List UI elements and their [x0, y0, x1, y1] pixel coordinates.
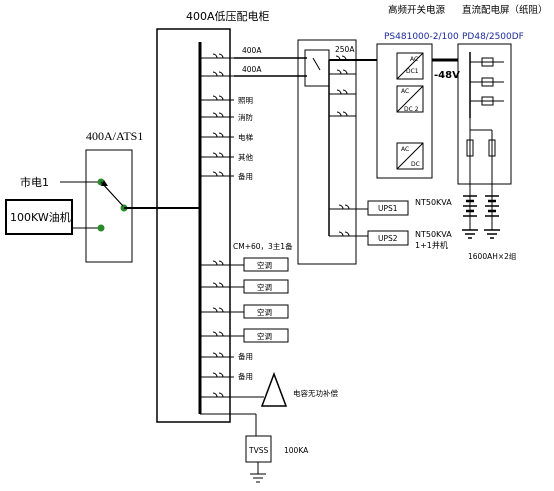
feeder-other: 其他: [238, 152, 253, 162]
ac-box-1: [243, 257, 289, 272]
feeder-spare-1: 备用: [238, 171, 253, 181]
rect2-dc: DC 2: [404, 106, 419, 113]
dc-voltage: -48V: [434, 70, 460, 81]
ups1-label: UPS1: [378, 204, 398, 213]
ups-parallel: 1+1并机: [415, 240, 448, 250]
lv-feeder-breakers-upper: [200, 53, 234, 177]
lv-cabinet-title: 400A低压配电柜: [186, 10, 270, 23]
battery-ground-icon: [462, 229, 500, 239]
ups2-box: [367, 230, 409, 246]
dc-fuses: [470, 57, 504, 106]
feeder-400a-2: 400A: [242, 65, 262, 74]
incomer-250a: 250A: [335, 45, 355, 54]
hf-power-title: 高频开关电源: [388, 4, 446, 16]
ac-note: CM+60，3主1备: [233, 241, 293, 251]
rectifier-module-3: [396, 142, 424, 170]
ups1-box: [367, 200, 409, 216]
tvss-rating: 100KA: [284, 446, 309, 455]
lv-cabinet-box: [156, 28, 231, 423]
rectifier-module-1: [396, 52, 424, 80]
ups1-capacity: NT50KVA: [415, 198, 452, 207]
ac-3: 空调: [257, 307, 272, 317]
dc-panel-model: PD48/2500DF: [462, 32, 524, 42]
genset-label: 100KW油机: [10, 210, 71, 224]
ats-contact-genset: [97, 224, 105, 232]
battery-branch: [466, 118, 496, 230]
ats-label: 400A/ATS1: [86, 129, 143, 143]
rect2-ac: AC: [401, 88, 409, 95]
lv-feeder-breakers-lower: [200, 260, 264, 398]
dc-panel-title: 直流配电屏（纸阻）: [462, 4, 548, 16]
capacitor-triangle-icon: [260, 371, 288, 407]
feeder-spare-3: 备用: [238, 371, 253, 381]
genset-box: [5, 199, 73, 235]
rect3-ac: AC: [401, 146, 409, 153]
ac-1: 空调: [257, 260, 272, 270]
transfer-switch-box: [304, 49, 330, 87]
dist-cabinet-box: [297, 39, 357, 265]
battery-cells-icon: [463, 195, 499, 217]
dc-panel-box: [457, 43, 512, 185]
rect3-dc: DC: [411, 161, 420, 168]
ac-box-3: [243, 304, 289, 319]
tvss-ground-icon: [250, 462, 266, 483]
ups2-label: UPS2: [378, 234, 398, 243]
rectifier-module-2: [396, 85, 424, 113]
transfer-switch-blade: [312, 57, 321, 71]
ac-4: 空调: [257, 331, 272, 341]
feeder-elevator: 电梯: [238, 132, 253, 142]
rect1-dc: DC1: [406, 68, 419, 75]
feeder-lighting: 照明: [238, 96, 253, 105]
tvss-label: TVSS: [248, 446, 268, 455]
feeder-fire: 消防: [238, 112, 253, 122]
ac-2: 空调: [257, 282, 272, 292]
ac-box-2: [243, 279, 289, 294]
rectifier-cabinet: [376, 43, 433, 179]
dist-breakers: [329, 69, 368, 237]
hf-power-model: PS481000-2/100: [384, 32, 459, 42]
feeder-spare-2: 备用: [238, 351, 253, 361]
ats-arrow: [101, 180, 108, 186]
rect1-ac: AC: [410, 56, 418, 63]
feeder-400a-1: 400A: [242, 46, 262, 55]
ats-box: [85, 149, 133, 263]
ac-box-4: [243, 328, 289, 343]
mains-label: 市电1: [20, 175, 49, 189]
capacitor-label: 电容无功补偿: [293, 388, 338, 398]
battery-label: 1600AH×2组: [468, 251, 517, 261]
ups2-capacity: NT50KVA: [415, 230, 452, 239]
